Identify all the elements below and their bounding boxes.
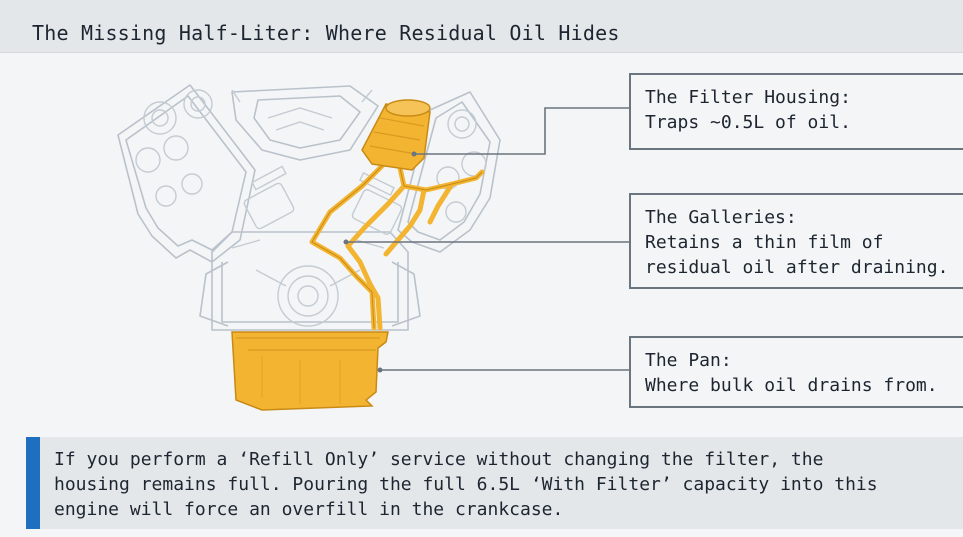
callout-galleries-text-2: residual oil after draining. — [645, 257, 949, 278]
callout-galleries-heading: The Galleries: — [645, 207, 797, 228]
leader-lines — [346, 107, 629, 371]
leader-line-filter — [414, 107, 629, 155]
leader-dot-filter — [411, 151, 417, 157]
callout-filter-text: Traps ~0.5L of oil. — [645, 112, 851, 133]
title-bar: The Missing Half-Liter: Where Residual O… — [0, 0, 963, 53]
callout-galleries-text-1: Retains a thin film of — [645, 232, 884, 253]
note-line-3: engine will force an overfill in the cra… — [54, 499, 564, 520]
engine-block-outline — [117, 84, 501, 331]
callout-filter-housing: The Filter Housing: Traps ~0.5L of oil. — [629, 73, 963, 150]
callout-filter-heading: The Filter Housing: — [645, 87, 851, 108]
engine-diagram — [117, 84, 629, 411]
leader-dots — [343, 151, 417, 373]
callout-pan-heading: The Pan: — [645, 350, 732, 371]
note-line-2: housing remains full. Pouring the full 6… — [54, 474, 878, 495]
page-title: The Missing Half-Liter: Where Residual O… — [32, 21, 620, 45]
note-line-1: If you perform a ‘Refill Only’ service w… — [54, 449, 824, 470]
filter-housing — [361, 99, 431, 171]
leader-dot-pan — [377, 367, 383, 373]
oil-galleries-edge — [311, 159, 483, 329]
oil-pan — [231, 331, 389, 411]
callout-pan: The Pan: Where bulk oil drains from. — [629, 336, 963, 408]
callout-galleries: The Galleries: Retains a thin film of re… — [629, 193, 963, 289]
leader-dot-galleries — [343, 239, 349, 245]
warning-note: If you perform a ‘Refill Only’ service w… — [26, 437, 963, 529]
callout-pan-text: Where bulk oil drains from. — [645, 375, 938, 396]
